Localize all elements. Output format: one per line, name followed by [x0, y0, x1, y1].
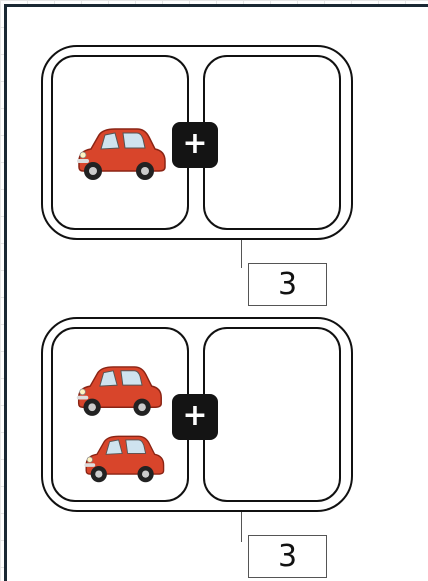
answer-box[interactable]: 3: [248, 535, 327, 578]
plus-operator: +: [172, 122, 218, 168]
left-addend-box: [51, 55, 189, 230]
right-addend-box[interactable]: [203, 327, 341, 502]
answer-box[interactable]: 3: [248, 263, 327, 306]
answer-connector-line: [241, 512, 242, 542]
plus-operator: +: [172, 394, 218, 440]
car-icon: [71, 359, 167, 419]
right-addend-box[interactable]: [203, 55, 341, 230]
car-icon: [71, 121, 171, 183]
left-addend-box: [51, 327, 189, 502]
worksheet-frame: + 3: [4, 4, 428, 581]
car-icon: [79, 429, 169, 485]
answer-connector-line: [241, 240, 242, 268]
